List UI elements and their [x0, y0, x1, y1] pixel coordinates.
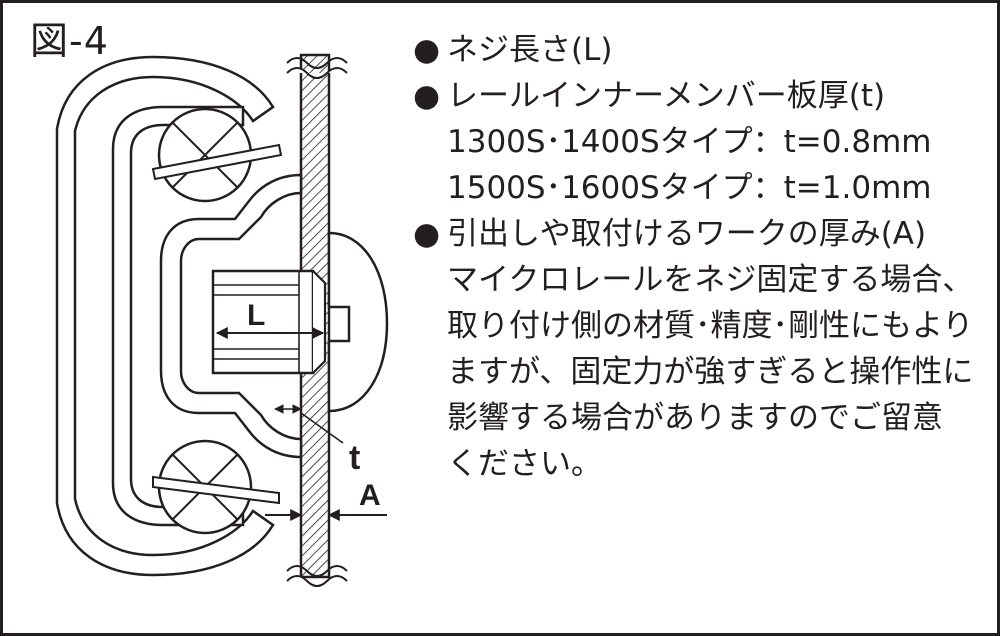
note-text: 引出しや取付けるワークの厚み(A)	[447, 216, 927, 252]
note-text: ネジ長さ(L)	[447, 32, 613, 68]
figure-label: 図-4	[30, 19, 109, 63]
screw	[211, 269, 327, 375]
label-t: t	[349, 439, 360, 477]
note-item-plate-thickness: ●レールインナーメンバー板厚(t)	[413, 73, 973, 119]
note-subline: 取り付け側の材質･精度･剛性にもより	[447, 308, 974, 344]
bottom-ball-bearing	[152, 439, 280, 535]
note-subline: ますが、固定力が強すぎると操作性に	[447, 354, 974, 390]
notes-block: ●ネジ長さ(L) ●レールインナーメンバー板厚(t) 1300S･1400Sタイ…	[413, 27, 973, 487]
bullet-icon: ●	[413, 216, 441, 252]
note-subline: 1300S･1400Sタイプ：t=0.8mm	[447, 124, 932, 160]
bullet-icon: ●	[413, 78, 441, 114]
screw-head	[327, 231, 389, 413]
note-text: レールインナーメンバー板厚(t)	[447, 78, 886, 114]
top-ball-bearing	[151, 107, 283, 203]
dimension-L: L	[215, 299, 325, 339]
label-A: A	[359, 479, 381, 512]
bullet-icon: ●	[413, 32, 441, 68]
rail-cross-section-diagram: L t A	[55, 53, 389, 587]
note-subline: マイクロレールをネジ固定する場合、	[447, 262, 974, 298]
intermediate-member	[111, 105, 245, 527]
note-subline: 影響する場合がありますのでご留意	[447, 400, 943, 436]
inner-rail-member	[159, 173, 303, 459]
dimension-A: A	[265, 479, 387, 521]
dimension-t: t	[274, 404, 360, 477]
note-subline: ください。	[447, 446, 602, 482]
outer-rail-member	[55, 55, 275, 577]
note-item-screw-length: ●ネジ長さ(L)	[413, 27, 973, 73]
label-L: L	[247, 299, 265, 332]
note-item-work-thickness: ●引出しや取付けるワークの厚み(A)	[413, 211, 973, 257]
note-subline: 1500S･1600Sタイプ：t=1.0mm	[447, 170, 932, 206]
